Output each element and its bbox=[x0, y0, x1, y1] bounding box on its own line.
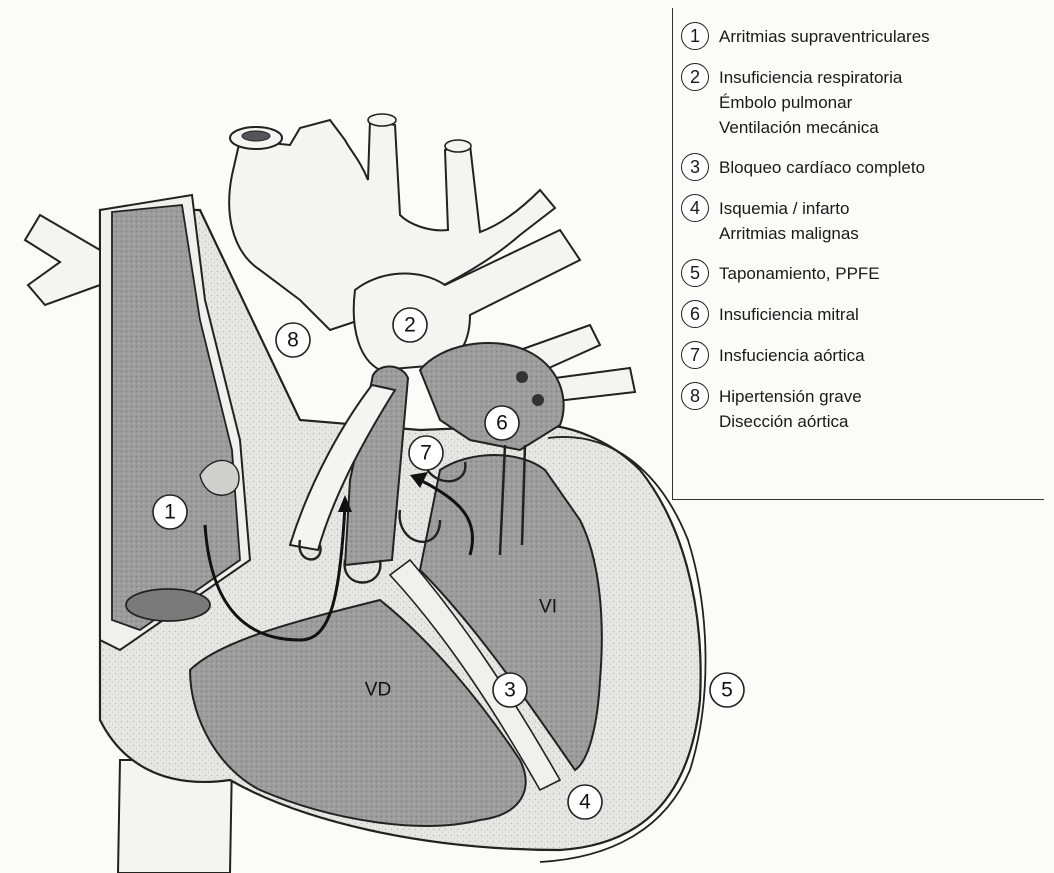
legend-text: Insuficiencia respiratoria bbox=[719, 65, 902, 90]
marker-1[interactable]: 1 bbox=[153, 495, 187, 529]
marker-8[interactable]: 8 bbox=[276, 323, 310, 357]
legend-item-1: 1 Arritmias supraventriculares bbox=[681, 24, 1044, 50]
legend-item-4: 4 Isquemia / infarto Arritmias malignas bbox=[681, 196, 1044, 246]
legend-item-5: 5 Taponamiento, PPFE bbox=[681, 261, 1044, 287]
chamber-label-vi: VI bbox=[539, 597, 557, 618]
legend-item-2: 2 Insuficiencia respiratoria Émbolo pulm… bbox=[681, 65, 1044, 140]
legend-number-7: 7 bbox=[681, 341, 709, 369]
legend-text: Arritmias supraventriculares bbox=[719, 24, 930, 49]
svg-text:1: 1 bbox=[164, 501, 176, 524]
legend-number-2: 2 bbox=[681, 63, 709, 91]
svg-text:6: 6 bbox=[496, 412, 508, 435]
legend-number-3: 3 bbox=[681, 153, 709, 181]
marker-7[interactable]: 7 bbox=[409, 436, 443, 470]
marker-2[interactable]: 2 bbox=[393, 308, 427, 342]
legend-item-7: 7 Insfuciencia aórtica bbox=[681, 343, 1044, 369]
legend-box: 1 Arritmias supraventriculares 2 Insufic… bbox=[672, 8, 1044, 500]
legend-item-6: 6 Insuficiencia mitral bbox=[681, 302, 1044, 328]
marker-5[interactable]: 5 bbox=[710, 673, 744, 707]
marker-3[interactable]: 3 bbox=[493, 673, 527, 707]
legend-text: Taponamiento, PPFE bbox=[719, 261, 880, 286]
legend-text: Émbolo pulmonar bbox=[719, 90, 902, 115]
legend-number-4: 4 bbox=[681, 194, 709, 222]
svg-text:3: 3 bbox=[504, 679, 516, 702]
legend-text: Disección aórtica bbox=[719, 409, 862, 434]
legend-text: Hipertensión grave bbox=[719, 384, 862, 409]
legend-text: Arritmias malignas bbox=[719, 221, 859, 246]
chamber-label-vd: VD bbox=[365, 680, 391, 701]
marker-6[interactable]: 6 bbox=[485, 406, 519, 440]
legend-text: Insuficiencia mitral bbox=[719, 302, 859, 327]
legend-item-8: 8 Hipertensión grave Disección aórtica bbox=[681, 384, 1044, 434]
svg-text:8: 8 bbox=[287, 329, 299, 352]
legend-text: Ventilación mecánica bbox=[719, 115, 902, 140]
legend-text: Isquemia / infarto bbox=[719, 196, 859, 221]
coronary-sinus bbox=[126, 589, 210, 621]
legend-text: Bloqueo cardíaco completo bbox=[719, 155, 925, 180]
legend-number-5: 5 bbox=[681, 259, 709, 287]
svg-text:5: 5 bbox=[721, 679, 733, 702]
svg-text:4: 4 bbox=[579, 791, 591, 814]
legend-number-1: 1 bbox=[681, 22, 709, 50]
legend-number-6: 6 bbox=[681, 300, 709, 328]
vein-branch-left bbox=[25, 215, 100, 305]
legend-item-3: 3 Bloqueo cardíaco completo bbox=[681, 155, 1044, 181]
marker-4[interactable]: 4 bbox=[568, 785, 602, 819]
legend-text: Insfuciencia aórtica bbox=[719, 343, 865, 368]
svg-text:7: 7 bbox=[420, 442, 432, 465]
legend-number-8: 8 bbox=[681, 382, 709, 410]
svg-text:2: 2 bbox=[404, 314, 416, 337]
